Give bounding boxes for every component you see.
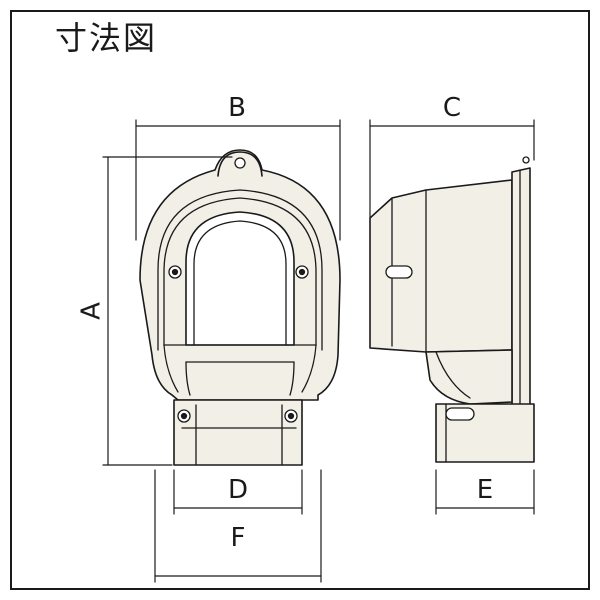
page-title: 寸法図 xyxy=(55,19,158,57)
dim-label-c: C xyxy=(443,93,461,123)
front-ring-1 xyxy=(157,189,323,351)
side-elbow-line xyxy=(435,351,471,399)
front-right-fillet-2 xyxy=(289,361,295,396)
dim-label-a: A xyxy=(77,302,107,320)
dim-label-e: E xyxy=(477,475,493,505)
side-outlet-slot xyxy=(445,407,475,421)
side-slot xyxy=(385,265,413,279)
front-screw-lower-right xyxy=(284,409,298,423)
side-lower-elbow xyxy=(425,349,513,405)
front-arch-inner-line xyxy=(193,220,287,346)
front-right-fillet xyxy=(301,344,317,393)
front-screw-upper-right xyxy=(295,265,309,279)
side-view xyxy=(369,156,535,463)
dim-label-d: D xyxy=(228,475,248,505)
front-screw-lower-left xyxy=(177,409,191,423)
dim-label-b: B xyxy=(228,93,246,123)
front-left-fillet xyxy=(163,344,179,393)
front-ring-2 xyxy=(163,197,317,346)
dimension-labels: A B C D E F xyxy=(77,93,494,553)
side-back-flange xyxy=(511,167,531,413)
dimension-lines xyxy=(102,119,535,583)
side-flange-top-hole xyxy=(522,156,530,164)
front-outlet-duct xyxy=(173,399,303,466)
front-view xyxy=(139,149,341,466)
front-top-hole xyxy=(234,157,246,169)
front-arch-opening xyxy=(185,211,295,346)
dim-label-f: F xyxy=(231,523,246,553)
front-left-fillet-2 xyxy=(185,361,191,396)
drawing-border xyxy=(10,10,590,590)
front-screw-upper-left xyxy=(168,265,182,279)
